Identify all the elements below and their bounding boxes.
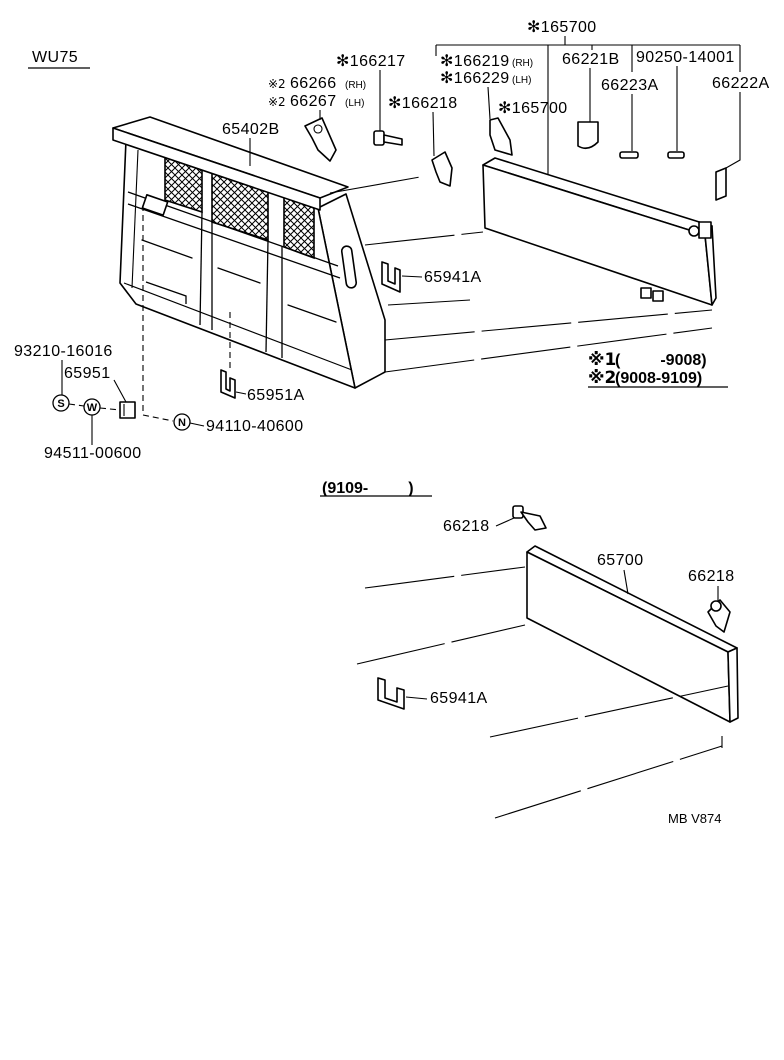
- model-code: WU75: [32, 49, 78, 66]
- svg-text:S: S: [57, 398, 64, 410]
- label-65951: 65951: [64, 365, 111, 382]
- label-166218: ✻166218: [388, 95, 458, 112]
- bed-lines-bottom: [356, 566, 729, 819]
- legend-range-2: (9008-9109): [615, 370, 702, 387]
- label-93210-16016: 93210-16016: [14, 343, 113, 360]
- u-bracket-65941A-top: [381, 261, 401, 293]
- tailgate-bottom: [526, 545, 739, 723]
- label-66221B: 66221B: [562, 51, 620, 68]
- svg-text:W: W: [87, 402, 98, 414]
- nut-n-marker: N: [173, 413, 191, 431]
- bracket-66219: [489, 117, 513, 156]
- bracket-66266: [304, 117, 337, 162]
- label-65941A-bottom: 65941A: [430, 690, 488, 707]
- label-66223A: 66223A: [601, 77, 659, 94]
- top-bracket-lines: [435, 36, 741, 175]
- tailgate-top: [482, 157, 717, 306]
- label-65700: 65700: [597, 552, 644, 569]
- bottom-period-range: (9109- ): [322, 480, 414, 497]
- diagram-code: MB V874: [668, 811, 721, 826]
- bracket-66218-right: [707, 599, 731, 633]
- label-66218-left: 66218: [443, 518, 490, 535]
- legend-mark-2: ※2: [588, 368, 616, 388]
- washer-w-marker: W: [83, 398, 101, 416]
- svg-text:N: N: [178, 417, 186, 429]
- label-166229: ✻166229(LH): [440, 70, 531, 87]
- period-legend: ※1 ( -9008) ※2 (9008-9109): [588, 350, 728, 388]
- label-165700: ✻165700: [498, 100, 568, 117]
- bed-lines-top: [329, 176, 713, 373]
- label-166217: ✻166217: [336, 53, 406, 70]
- bracket-66221B: [577, 121, 599, 150]
- u-bracket-65951A: [220, 369, 236, 399]
- bracket-66218-left: [512, 505, 547, 531]
- leaders-top: [61, 66, 741, 445]
- label-66218-right: 66218: [688, 568, 735, 585]
- label-65951A: 65951A: [247, 387, 305, 404]
- pin-90250-14001: [667, 151, 685, 159]
- bolt-66217: [373, 130, 403, 146]
- label-90250-14001: 90250-14001: [636, 49, 735, 66]
- clip-65951: [119, 401, 136, 419]
- label-group-165700: ✻165700: [527, 19, 597, 36]
- u-bracket-65941A-bottom: [377, 677, 405, 710]
- label-65941A-top: 65941A: [424, 269, 482, 286]
- bracket-66218: [431, 151, 453, 187]
- hook-66222A: [715, 167, 727, 201]
- label-94110-40600: 94110-40600: [206, 418, 304, 435]
- mounting-dash-left: [142, 205, 174, 422]
- label-166219: ✻166219(RH): [440, 53, 533, 70]
- washer-s-marker: S: [52, 394, 70, 412]
- label-94511-00600: 94511-00600: [44, 445, 142, 462]
- label-65402B: 65402B: [222, 121, 280, 138]
- legend-mark-1: ※1: [588, 350, 616, 370]
- leaders-bottom: [405, 517, 719, 700]
- label-66222A: 66222A: [712, 75, 770, 92]
- headboard-65402B: [112, 116, 386, 389]
- pin-66223A: [619, 151, 639, 159]
- legend-range-1: ( -9008): [615, 352, 707, 369]
